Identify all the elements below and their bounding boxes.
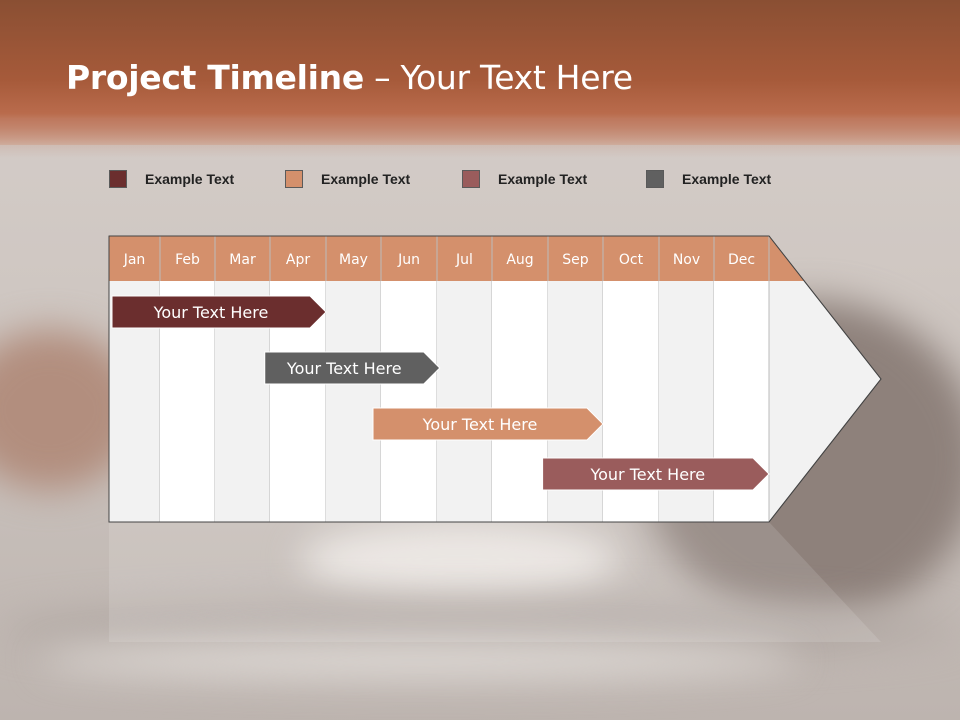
month-label-oct: Oct bbox=[619, 252, 644, 268]
background-highlight-shape bbox=[40, 640, 800, 680]
legend-item-2: Example Text bbox=[285, 170, 410, 188]
task-bar-2 bbox=[264, 351, 441, 385]
timeline-header-band bbox=[109, 236, 805, 281]
month-column bbox=[381, 281, 437, 522]
legend-label: Example Text bbox=[321, 171, 411, 187]
page-title: Project Timeline – Your Text Here bbox=[66, 58, 633, 97]
month-label-nov: Nov bbox=[673, 252, 700, 268]
month-label-sep: Sep bbox=[562, 252, 589, 268]
task-bar-4 bbox=[542, 457, 770, 491]
legend-item-4: Example Text bbox=[646, 170, 771, 188]
legend-swatch bbox=[646, 170, 664, 188]
chart-reflection bbox=[109, 522, 881, 642]
task-label-3: Your Text Here bbox=[422, 415, 538, 434]
task-label-2: Your Text Here bbox=[286, 359, 402, 378]
legend-label: Example Text bbox=[145, 171, 235, 187]
month-label-mar: Mar bbox=[229, 252, 256, 268]
month-label-jun: Jun bbox=[397, 252, 420, 268]
header-fade bbox=[0, 118, 960, 158]
task-bar-1 bbox=[111, 295, 327, 329]
legend-swatch bbox=[462, 170, 480, 188]
legend-label: Example Text bbox=[682, 171, 772, 187]
month-label-dec: Dec bbox=[728, 252, 755, 268]
month-column bbox=[437, 281, 492, 522]
task-bar-3 bbox=[372, 407, 604, 441]
month-label-jul: Jul bbox=[455, 252, 473, 268]
month-label-jan: Jan bbox=[123, 252, 146, 268]
legend-swatch bbox=[109, 170, 127, 188]
legend-item-3: Example Text bbox=[462, 170, 587, 188]
legend-label: Example Text bbox=[498, 171, 588, 187]
background-paper-shape bbox=[300, 520, 620, 600]
task-label-4: Your Text Here bbox=[589, 465, 705, 484]
title-rest: – Your Text Here bbox=[363, 58, 633, 97]
task-label-1: Your Text Here bbox=[153, 303, 269, 322]
timeline-arrow-outline bbox=[108, 235, 882, 523]
month-label-apr: Apr bbox=[286, 252, 310, 268]
month-column bbox=[492, 281, 548, 522]
month-column bbox=[326, 281, 381, 522]
legend-item-1: Example Text bbox=[109, 170, 234, 188]
legend: Example Text Example Text Example Text E… bbox=[0, 170, 960, 194]
legend-swatch bbox=[285, 170, 303, 188]
title-bold: Project Timeline bbox=[66, 58, 364, 97]
month-label-feb: Feb bbox=[175, 252, 200, 268]
month-label-aug: Aug bbox=[506, 252, 533, 268]
month-label-may: May bbox=[339, 252, 368, 268]
